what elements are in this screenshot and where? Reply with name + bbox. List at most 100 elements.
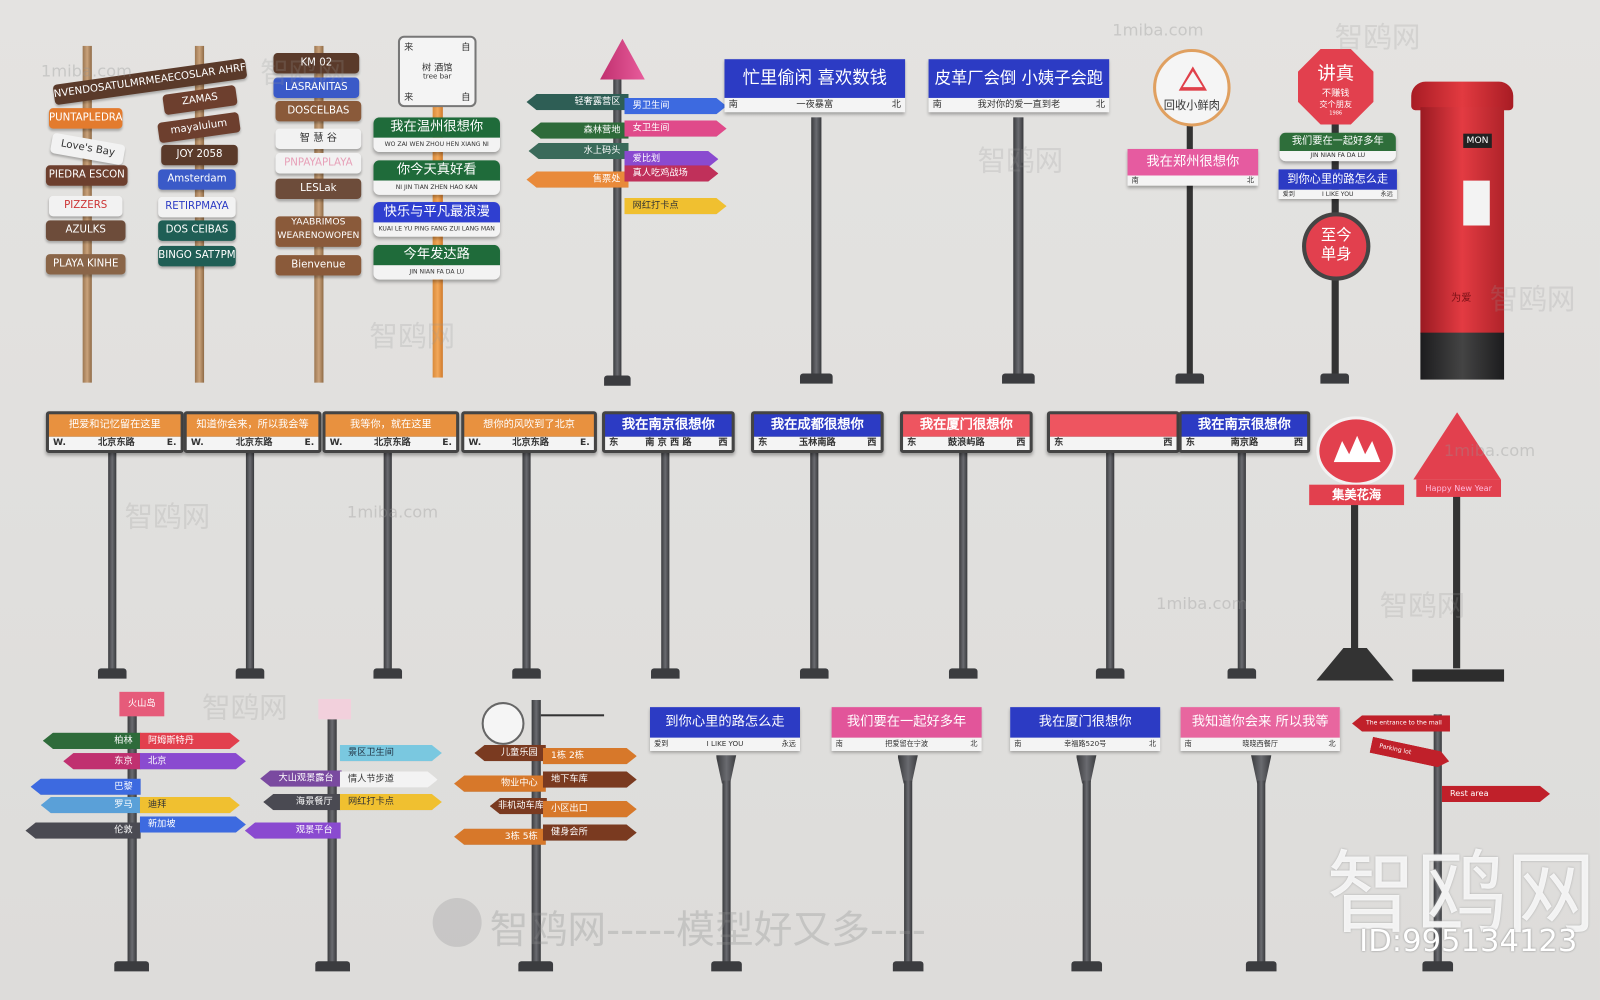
direction-left: W.: [468, 437, 482, 448]
arrow-left: 观景平台: [244, 822, 341, 839]
stop-line: 不赚钱: [1321, 88, 1350, 99]
wood-board: AZULKS: [45, 220, 126, 241]
arrow-right: 真人吃鸡战场: [624, 165, 718, 181]
pole: [521, 448, 531, 672]
direction-right: 北: [1328, 739, 1336, 748]
pole-base: [1227, 668, 1256, 679]
arrow-right: 情人节步道: [340, 771, 438, 787]
sign-street-row: 南我对你的爱一直到老北: [928, 97, 1110, 113]
arrow-left: 非机动车库: [489, 797, 547, 815]
watermark-slogan: 智鸥网-----模型好又多----: [489, 907, 926, 953]
direction-left: W.: [190, 437, 204, 448]
street-sign: 我在南京很想你 东南 京 西 路西: [602, 411, 735, 454]
pole: [1186, 122, 1193, 378]
arrow-left: 物业中心: [454, 775, 546, 792]
arrow-left: 伦敦: [25, 822, 141, 839]
street-sign: 我在成都很想你 东玉林南路西: [751, 411, 884, 454]
watermark: 智鸥网: [1334, 20, 1421, 55]
street-name: I LIKE YOU: [1321, 190, 1354, 198]
direction-left: 东: [1054, 437, 1064, 448]
sign-title: 我们要在一起好多年: [1279, 132, 1396, 152]
watermark: 1miba.com: [40, 61, 133, 81]
arrow-right: 迪拜: [140, 797, 240, 813]
pole-base: [1002, 373, 1035, 384]
pole: [613, 76, 622, 378]
sign-title: 我知道你会来 所以我等: [1180, 707, 1340, 738]
decorative-bracket: [540, 714, 605, 717]
direction-right: 北: [1095, 99, 1106, 111]
pole: [811, 117, 822, 378]
pole-collar: [1076, 755, 1097, 784]
pole-base: [651, 668, 680, 679]
direction-left: 南: [1014, 739, 1022, 748]
sign-title: 我在南京很想你: [1181, 414, 1308, 437]
arrow-right: 新加坡: [140, 816, 246, 832]
arrow-left: 巴黎: [30, 778, 141, 795]
jimei-label: 集美花海: [1309, 484, 1405, 506]
arrow-left: 售票处: [526, 171, 629, 188]
pole: [1257, 780, 1266, 965]
pole-base: [114, 961, 149, 972]
sign-title: 到你心里的路怎么走: [1278, 169, 1397, 190]
watermark-big: 智鸥网: [1326, 840, 1596, 946]
mailbox-label: MON: [1463, 133, 1492, 148]
watermark: 智鸥网: [369, 319, 456, 354]
sign-street-row: 南北: [1127, 175, 1259, 186]
direction-left: 东: [609, 437, 619, 448]
watermark: 1miba.com: [1156, 593, 1248, 614]
arrow-right: 网红打卡点: [624, 198, 726, 214]
sign-title: 我们要在一起好多年: [831, 707, 982, 738]
sign-title: 我在郑州很想你: [1127, 148, 1259, 176]
street-name: 北京东路: [373, 437, 411, 448]
direction-left: W.: [329, 437, 343, 448]
pole-base: [799, 668, 829, 679]
wood-board: PIEDRA ESCON: [45, 165, 128, 186]
arrow-right: 爱比划: [624, 151, 718, 167]
arrow-right: Rest area: [1442, 786, 1550, 802]
arrow-left: 轻奢露营区: [526, 93, 629, 111]
sign-title: 皮革厂会倒 小姨子会跑: [928, 59, 1110, 98]
pole-base: [604, 375, 631, 386]
direction-left: 爱到: [654, 739, 669, 748]
pole: [1237, 448, 1246, 672]
sign-sub: JIN NIAN FA DA LU: [373, 265, 500, 280]
street-name: 鼓浪屿路: [947, 437, 985, 448]
pole: [721, 780, 731, 965]
pole: [383, 448, 392, 672]
stop-line: 交个朋友: [1319, 99, 1353, 110]
mailbox-body: MON 为爱: [1420, 107, 1505, 334]
sign-street-row: 东西: [1049, 436, 1177, 450]
street-sign: 我在厦门很想你 东鼓浪屿路西: [899, 411, 1033, 454]
street-name: 北京东路: [97, 437, 135, 448]
orange-pole: [432, 102, 443, 378]
sign-title: 我在厦门很想你: [1010, 707, 1161, 738]
wood-board: PUNTAPLEDRA: [48, 108, 123, 129]
arrow-left: 东京: [63, 753, 141, 770]
watermark: 1miba.com: [1443, 440, 1536, 461]
bar-sub: tree bar: [422, 72, 452, 81]
direction-right: 永远: [1380, 190, 1393, 198]
wood-board: JOY 2058: [161, 144, 238, 166]
direction-right: 西: [867, 437, 877, 448]
arrow-left: 水上码头: [528, 142, 629, 160]
pole: [959, 448, 968, 672]
watermark: 智鸥网: [202, 690, 288, 725]
street-sign: 我在南京很想你 东南京路西: [1178, 411, 1311, 454]
pyramid-cap: [599, 38, 645, 80]
street-name: 南京路: [1230, 437, 1259, 448]
sign-title: 我在南京很想你: [605, 414, 732, 437]
arrow-right: 男卫生间: [624, 98, 726, 114]
mailbox-notice: [1463, 180, 1490, 226]
pole: [903, 780, 912, 965]
pole-base: [1070, 961, 1102, 972]
street-name: 玉林南路: [798, 437, 836, 448]
watermark: 智鸥网: [124, 499, 211, 534]
corner-text: 自: [461, 92, 471, 104]
arrow-left: 柏林: [42, 732, 141, 749]
street-sign: 我在郑州很想你 南北: [1127, 148, 1259, 186]
mailbox-cap: [1411, 81, 1514, 111]
